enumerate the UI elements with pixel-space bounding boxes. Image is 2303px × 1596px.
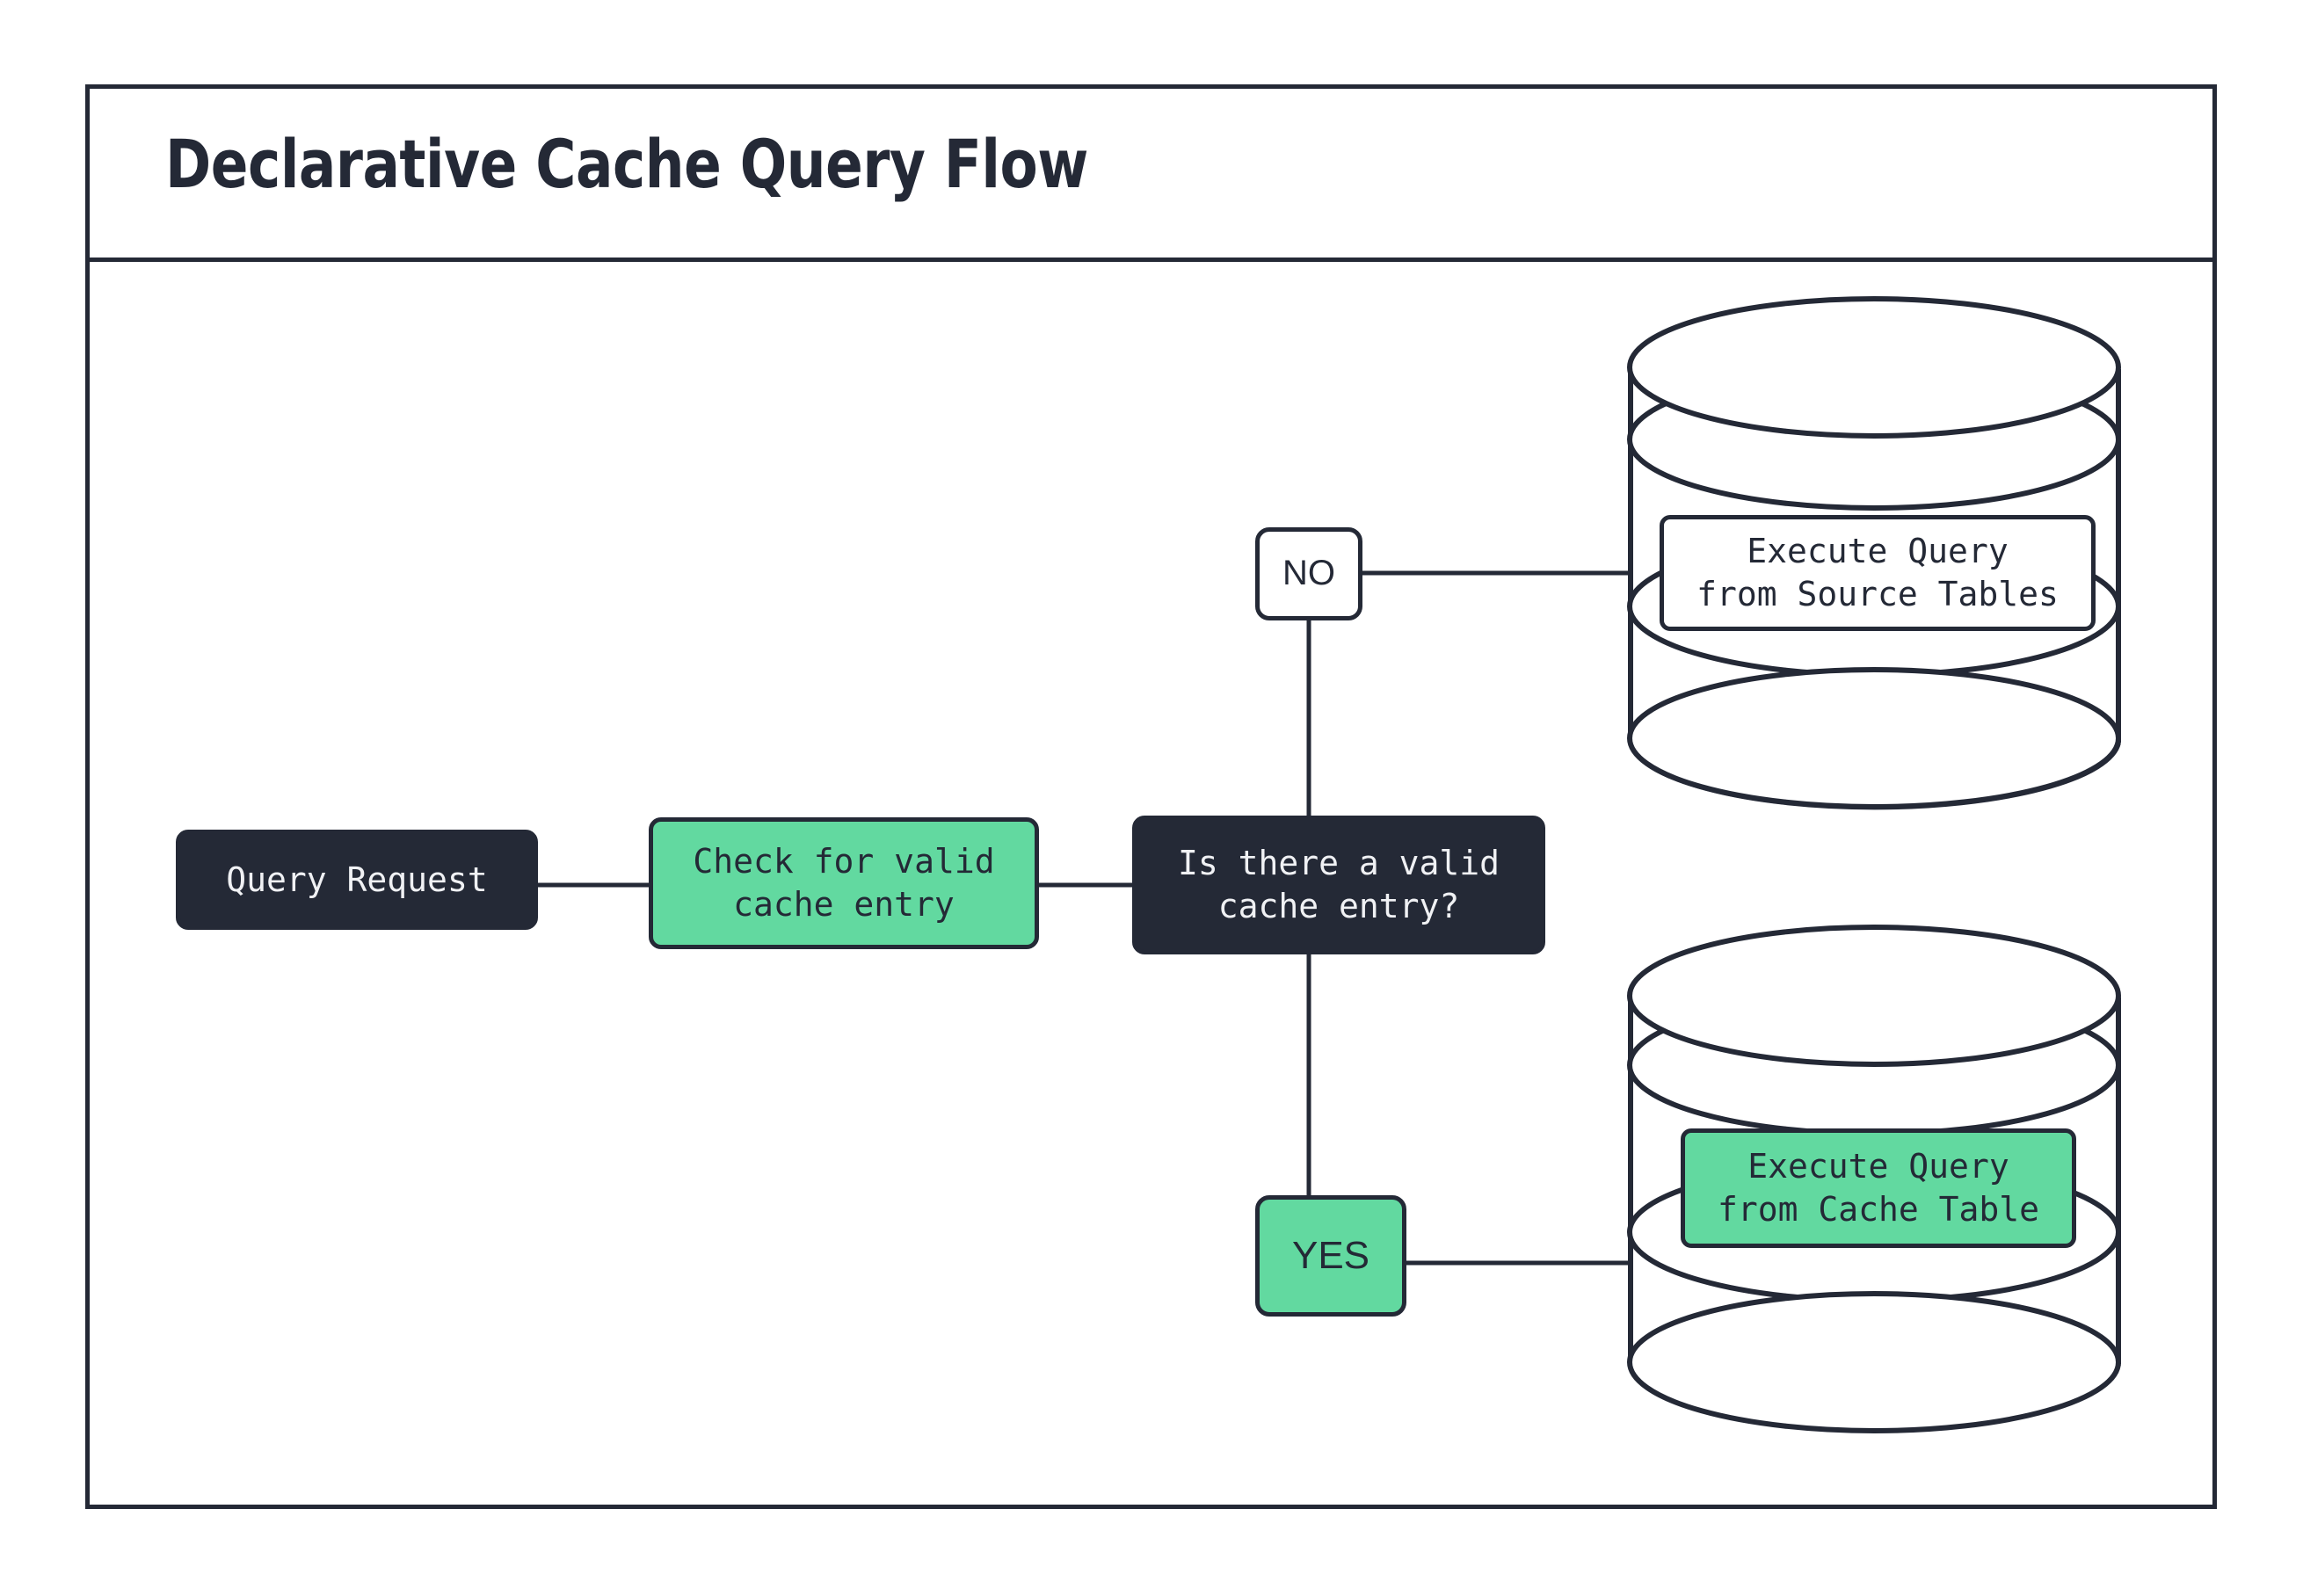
title-divider	[85, 258, 2217, 262]
node-execute-query-from-source-tables[interactable]: Execute Query from Source Tables	[1660, 515, 2096, 631]
node-execute-query-from-cache-table[interactable]: Execute Query from Cache Table	[1681, 1128, 2076, 1248]
node-query-request[interactable]: Query Request	[176, 830, 538, 930]
branch-label-yes[interactable]: YES	[1255, 1195, 1406, 1317]
branch-label-no[interactable]: NO	[1255, 527, 1362, 620]
node-decision-valid-cache-entry[interactable]: Is there a valid cache entry?	[1132, 816, 1545, 954]
page-title: Declarative Cache Query Flow	[165, 125, 1088, 203]
diagram-frame	[85, 84, 2217, 1509]
node-check-for-valid-cache-entry[interactable]: Check for valid cache entry	[649, 817, 1039, 949]
